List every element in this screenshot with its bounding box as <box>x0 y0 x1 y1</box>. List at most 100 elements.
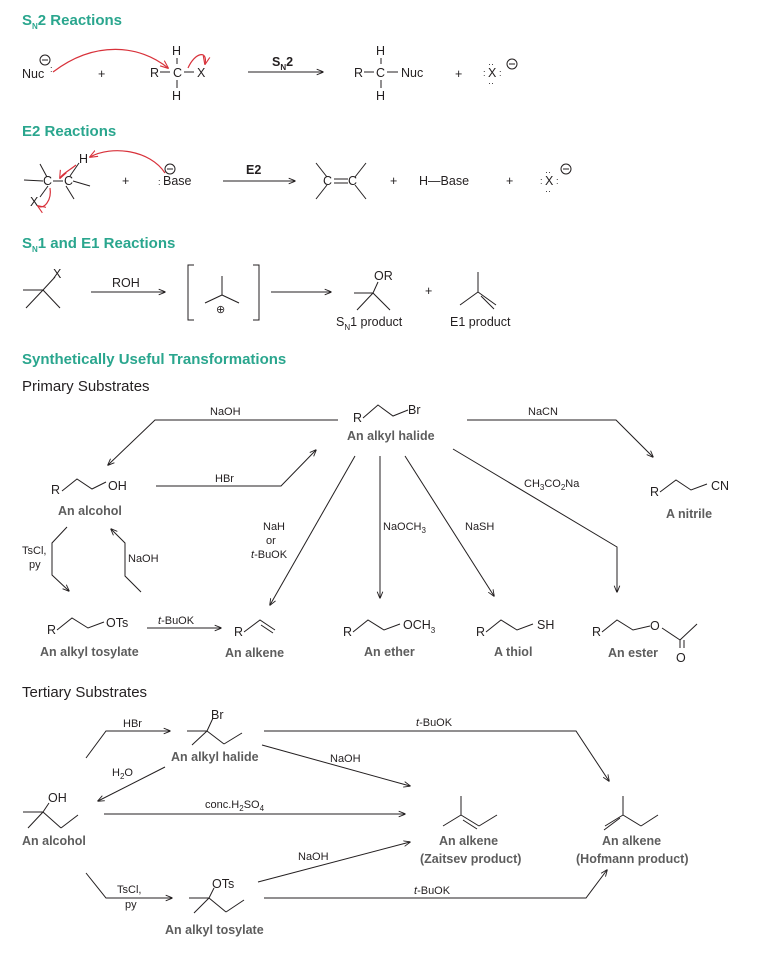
tertiary-oh: OH <box>48 791 67 805</box>
tosylate-r: R <box>47 623 56 637</box>
svg-text::: : <box>483 68 486 78</box>
e2-arrow-label: E2 <box>246 163 261 177</box>
nucleophile-label: Nuc <box>22 67 44 81</box>
alkyl-halide-r: R <box>353 411 362 425</box>
electron-shift-arrow <box>60 164 77 178</box>
e1-product-label: E1 product <box>450 315 511 329</box>
hofmann-product-label: (Hofmann product) <box>576 852 688 866</box>
svg-text:··: ·· <box>488 78 494 88</box>
h2o-arrow <box>98 766 166 801</box>
hbr-label: HBr <box>215 473 234 485</box>
primary-alkyl-halide-label: An alkyl halide <box>347 429 435 443</box>
naoh2-label: NaOH <box>298 851 329 863</box>
negative-charge-icon <box>560 163 572 175</box>
hbr-arrow <box>156 450 316 487</box>
tertiary-alkyl-halide-label: An alkyl halide <box>171 750 259 764</box>
alkene-c2: C <box>348 174 357 188</box>
nucleophile-attack-arrow <box>52 48 168 73</box>
or-label: or <box>266 535 276 547</box>
ether-or-group: OR <box>374 269 393 283</box>
ester-r: R <box>592 625 601 639</box>
tertiary-substrates-heading: Tertiary Substrates <box>22 684 147 701</box>
leaving-group-arrow <box>38 187 51 207</box>
tertiary-alcohol-label: An alcohol <box>22 834 86 848</box>
tertiary-ots: OTs <box>212 877 234 891</box>
nash-arrow <box>404 455 494 596</box>
acetate-arrow <box>452 448 617 592</box>
plus-sign: + <box>506 174 513 188</box>
negative-charge-icon <box>506 58 518 70</box>
ether-r: R <box>343 625 352 639</box>
bracket-right <box>253 264 260 321</box>
tscl-label: TsCl, <box>117 884 141 896</box>
svg-text::: : <box>556 176 559 186</box>
lone-pair-dots: : <box>50 64 53 74</box>
plus-sign: + <box>98 67 105 81</box>
plus-sign: + <box>455 67 462 81</box>
hydrogen-top: H <box>172 44 181 58</box>
ether-label: An ether <box>364 645 415 659</box>
sn2-section-title: SN2 Reactions <box>22 12 122 31</box>
nah-label: NaH <box>263 521 285 533</box>
thiol-label: A thiol <box>494 645 532 659</box>
base-attack-arrow <box>90 151 166 174</box>
sn2-arrow-label: SN2 <box>272 55 293 72</box>
sn2-reaction: Nuc : + H R C X H SN2 H R C Nuc H + X : … <box>22 44 518 103</box>
carbon-center: C <box>173 66 182 80</box>
negative-charge-icon <box>164 163 176 175</box>
nacn-label: NaCN <box>528 406 558 418</box>
alcohol-oh: OH <box>108 479 127 493</box>
tscl-arrow <box>51 526 69 591</box>
hofmann-alkene-label: An alkene <box>602 834 661 848</box>
nitrile-label: A nitrile <box>666 507 712 521</box>
alkyl-halide-br: Br <box>408 403 421 417</box>
roh-reagent: ROH <box>112 276 140 290</box>
primary-tosylate-label: An alkyl tosylate <box>40 645 139 659</box>
tosylate-ots: OTs <box>106 616 128 630</box>
thiol-r: R <box>476 625 485 639</box>
py-label: py <box>29 559 41 571</box>
ester-o1: O <box>650 619 660 633</box>
tertiary-br: Br <box>211 708 224 722</box>
bracket-left <box>187 264 194 321</box>
hydrogen-bottom: H <box>172 89 181 103</box>
plus-sign: + <box>425 284 432 298</box>
plus-sign: + <box>122 174 129 188</box>
e2-reaction: C C H X + : Base E2 C C + H—Base + X : :… <box>23 151 572 209</box>
product-r: R <box>354 66 363 80</box>
naoh-arrow <box>108 419 338 465</box>
r-group: R <box>150 66 159 80</box>
leaving-group-x: X <box>197 66 206 80</box>
h2o-label: H2O <box>112 767 133 781</box>
ester-o2: O <box>676 651 686 665</box>
primary-substrates-scheme: R Br An alkyl halide NaOH NaCN R OH An a… <box>22 403 729 665</box>
ester-label: An ester <box>608 646 658 660</box>
synthetic-section-title: Synthetically Useful Transformations <box>22 351 286 368</box>
primary-alkene-label: An alkene <box>225 646 284 660</box>
plus-sign: + <box>390 174 397 188</box>
tscl-label: TsCl, <box>22 545 46 557</box>
naoh1-label: NaOH <box>330 753 361 765</box>
nitrile-r: R <box>650 485 659 499</box>
conc-h2so4-label: conc.H2SO4 <box>205 799 265 813</box>
naoch3-label: NaOCH3 <box>383 521 427 535</box>
sn1-product-label: SN1 product <box>336 315 403 332</box>
tbuok2-label: t-BuOK <box>158 615 195 627</box>
leaving-group-arrow <box>187 54 205 69</box>
e2-section-title: E2 Reactions <box>22 123 116 140</box>
tertiary-halide-x: X <box>53 267 62 281</box>
product-h-bottom: H <box>376 89 385 103</box>
nash-label: NaSH <box>465 521 494 533</box>
hbr-label: HBr <box>123 718 142 730</box>
carbocation-charge-icon: ⊕ <box>216 304 225 316</box>
acetate-label: CH3CO2Na <box>524 478 580 492</box>
tbuok-label: t-BuOK <box>251 549 288 561</box>
ether-och3: OCH3 <box>403 618 436 635</box>
svg-text::: : <box>540 176 543 186</box>
zaitsev-alkene-label: An alkene <box>439 834 498 848</box>
thiol-sh: SH <box>537 618 554 632</box>
base-label: Base <box>163 174 192 188</box>
nacn-arrow <box>467 419 653 457</box>
svg-text:··: ·· <box>488 59 494 69</box>
